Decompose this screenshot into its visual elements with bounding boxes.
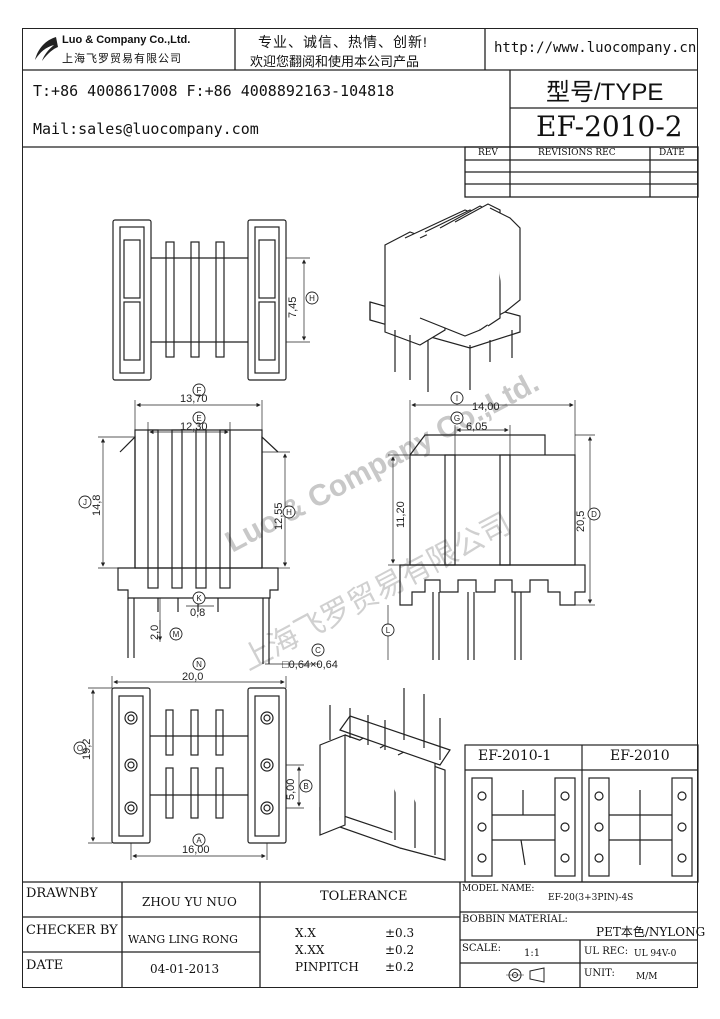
dim-16-00: 16,00: [182, 844, 210, 856]
dim-14-00: 14,00: [472, 401, 500, 413]
bobbin-label: BOBBIN MATERIAL:: [462, 914, 568, 925]
dim-20-0: 20,0: [182, 671, 203, 683]
bottom-view: [88, 676, 304, 860]
ul-value: UL 94V-0: [634, 949, 677, 959]
marker-o: O: [77, 744, 83, 753]
variant-1-title: EF-2010-1: [478, 748, 552, 764]
dim-0-64: □0,64×0,64: [282, 659, 338, 671]
welcome-text: 欢迎您翻阅和使用本公司产品: [250, 54, 420, 69]
marker-k: K: [196, 594, 202, 603]
date-value: 04-01-2013: [150, 962, 220, 976]
rev-header: REV: [478, 148, 498, 158]
drawing-sheet: [22, 28, 698, 988]
dim-5-00: 5,00: [285, 779, 297, 800]
marker-b: B: [303, 782, 308, 791]
unit-value: M/M: [636, 972, 658, 982]
marker-i: I: [456, 394, 458, 403]
phone-fax: T:+86 4008617008 F:+86 4008892163-104818: [33, 82, 395, 100]
tol-pinpitch-label: PINPITCH: [295, 960, 359, 974]
model-value: EF-20(3+3PIN)-4S: [548, 893, 634, 903]
checker-label: CHECKER BY: [26, 923, 118, 938]
dim-6-05: 6,05: [466, 421, 487, 433]
model-label: MODEL NAME:: [462, 884, 535, 894]
unit-label: UNIT:: [584, 968, 615, 979]
drawnby-label: DRAWNBY: [26, 886, 98, 901]
marker-h-top: H: [309, 294, 315, 303]
mail-address[interactable]: Mail:sales@luocompany.com: [33, 120, 259, 138]
variants-panel: [464, 744, 699, 883]
drawnby-value: ZHOU YU NUO: [142, 895, 237, 909]
dim-13-70: 13,70: [180, 393, 208, 405]
scale-label: SCALE:: [462, 943, 502, 954]
isometric-view-bottom: [319, 688, 451, 861]
marker-j: J: [83, 498, 87, 507]
date-header: DATE: [659, 148, 685, 158]
tol-pinpitch-value: ±0.2: [385, 960, 415, 974]
company-name-cn: 上海飞罗贸易有限公司: [62, 53, 182, 65]
marker-e: E: [196, 414, 201, 423]
company-logo-icon: [35, 37, 58, 61]
type-label: 型号/TYPE: [546, 79, 664, 106]
checker-value: WANG LING RONG: [128, 933, 238, 946]
side-view: [387, 400, 595, 660]
front-view: [98, 400, 320, 665]
dim-11-20: 11,20: [395, 501, 407, 528]
date-label: DATE: [26, 958, 64, 973]
type-value: EF-2010-2: [536, 110, 683, 143]
scale-value: 1:1: [524, 948, 541, 959]
dim-12-30: 12,30: [180, 421, 208, 433]
tol-xx-label: X.X: [295, 926, 316, 940]
tol-xx-value: ±0.3: [385, 926, 415, 940]
dimension-labels: 7,45 13,70 12,30 14,8 12,55 0,8 2,0 □0,6…: [81, 297, 587, 856]
marker-f: F: [197, 386, 202, 395]
dim-0-8: 0,8: [190, 607, 205, 619]
marker-letters: H F E J H K M C I G D L N O B A: [77, 294, 597, 845]
tol-xxx-label: X.XX: [295, 943, 325, 957]
revisions-rec-header: REVISIONS REC: [538, 148, 616, 158]
website-link[interactable]: http://www.luocompany.cn: [494, 40, 697, 56]
marker-d: D: [591, 510, 597, 519]
slogan: 专业、诚信、热情、创新!: [258, 34, 428, 50]
marker-n: N: [196, 660, 202, 669]
top-view: [112, 219, 310, 381]
tolerance-label: TOLERANCE: [320, 889, 408, 904]
bobbin-value: PET本色/NYLONG: [596, 925, 706, 939]
dim-19-2: 19,2: [81, 739, 93, 760]
variant-2-title: EF-2010: [610, 748, 670, 764]
isometric-view-top: [369, 203, 521, 392]
dimension-markers: [73, 291, 601, 847]
tol-xxx-value: ±0.2: [385, 943, 415, 957]
marker-h: H: [286, 508, 292, 517]
dim-12-55: 12,55: [273, 502, 285, 530]
company-name-en: Luo & Company Co.,Ltd.: [62, 34, 191, 46]
projection-symbol-icon: [506, 967, 545, 983]
dim-14-8: 14,8: [91, 495, 103, 516]
ul-label: UL REC:: [584, 946, 629, 957]
marker-a: A: [196, 836, 202, 845]
marker-c: C: [315, 646, 321, 655]
dim-7-45: 7,45: [287, 297, 299, 318]
dim-2-0: 2,0: [149, 625, 161, 640]
dim-20-5: 20,5: [575, 511, 587, 532]
marker-g: G: [454, 414, 460, 423]
marker-l: L: [386, 626, 391, 635]
marker-m: M: [173, 630, 180, 639]
